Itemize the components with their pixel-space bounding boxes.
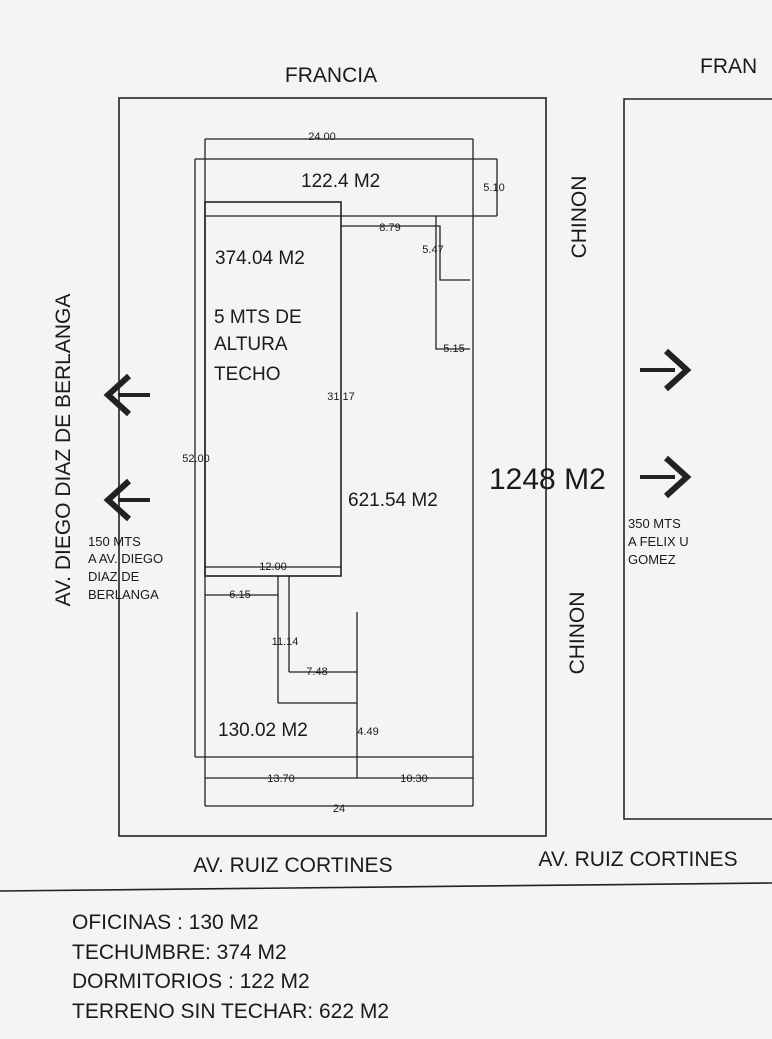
dim-step-a: 5.47 [422,244,443,256]
east-note-line2: A FELIX U [628,534,689,549]
west-note-line4: BERLANGA [88,587,159,602]
roofed-area-outline [204,201,470,577]
street-label-chinon-lower: CHINON [566,592,589,675]
west-note-line3: DIAZ DE [88,569,140,584]
street-edge-line [0,882,772,892]
arrow-right-icon [640,348,692,392]
dim-roof-step-width: 8.79 [379,222,400,234]
dim-roof-width: 12.00 [259,561,287,573]
summary-dormitorios: DORMITORIOS : 122 M2 [72,970,310,993]
roof-height-note-line1: 5 MTS DE [214,307,302,328]
dim-office-length: 11.14 [272,636,299,648]
area-total: 1248 M2 [489,463,606,496]
dim-bottom-width: 24 [333,803,345,815]
summary-sin-techar: TERRENO SIN TECHAR: 622 M2 [72,999,390,1023]
dim-dorm-depth: 5.10 [483,182,504,194]
area-dormitorios: 122.4 M2 [301,171,380,192]
dim-bottom-right: 10.30 [400,773,428,785]
arrow-left-icon [103,478,150,522]
area-techumbre: 374.04 M2 [215,248,305,269]
dim-office-inner: 7.48 [306,666,327,678]
area-oficinas: 130.02 M2 [218,720,308,741]
dim-top-width: 24.00 [308,131,336,143]
street-label-diego-diaz: AV. DIEGO DIAZ DE BERLANGA [52,294,75,607]
arrow-left-icon [103,373,150,417]
west-note-line2: A AV. DIEGO [88,551,163,566]
street-label-chinon-upper: CHINON [568,176,591,259]
dim-office-step: 4.49 [357,726,378,738]
street-label-francia-partial: FRAN [700,55,757,78]
summary-oficinas: OFICINAS : 130 M2 [72,911,259,934]
area-sin-techar: 621.54 M2 [348,490,438,511]
arrow-right-icon [640,455,692,499]
dim-roof-length: 31.17 [327,391,355,403]
east-note-line3: GOMEZ [628,552,676,567]
city-block-outline [118,97,547,837]
roof-height-note-line3: TECHO [214,364,281,385]
adjacent-block-outline [623,98,772,820]
offices-outline [205,576,358,757]
dim-office-offset: 6.15 [229,589,250,601]
dim-step-b: 5.15 [443,343,464,355]
street-label-ruiz-cortines: AV. RUIZ CORTINES [193,854,392,877]
area-summary: OFICINAS : 130 M2 TECHUMBRE: 374 M2 DORM… [72,908,389,1026]
summary-techumbre: TECHUMBRE: 374 M2 [72,940,287,964]
street-label-francia: FRANCIA [285,64,377,87]
west-note-line1: 150 MTS [88,534,141,549]
dim-bottom-left: 13.70 [267,773,295,785]
east-note-line1: 350 MTS [628,516,681,531]
property-lines [194,138,498,807]
dim-total-length: 52.00 [182,453,210,465]
roof-height-note-line2: ALTURA [214,334,288,355]
street-label-ruiz-cortines-east: AV. RUIZ CORTINES [538,848,737,871]
